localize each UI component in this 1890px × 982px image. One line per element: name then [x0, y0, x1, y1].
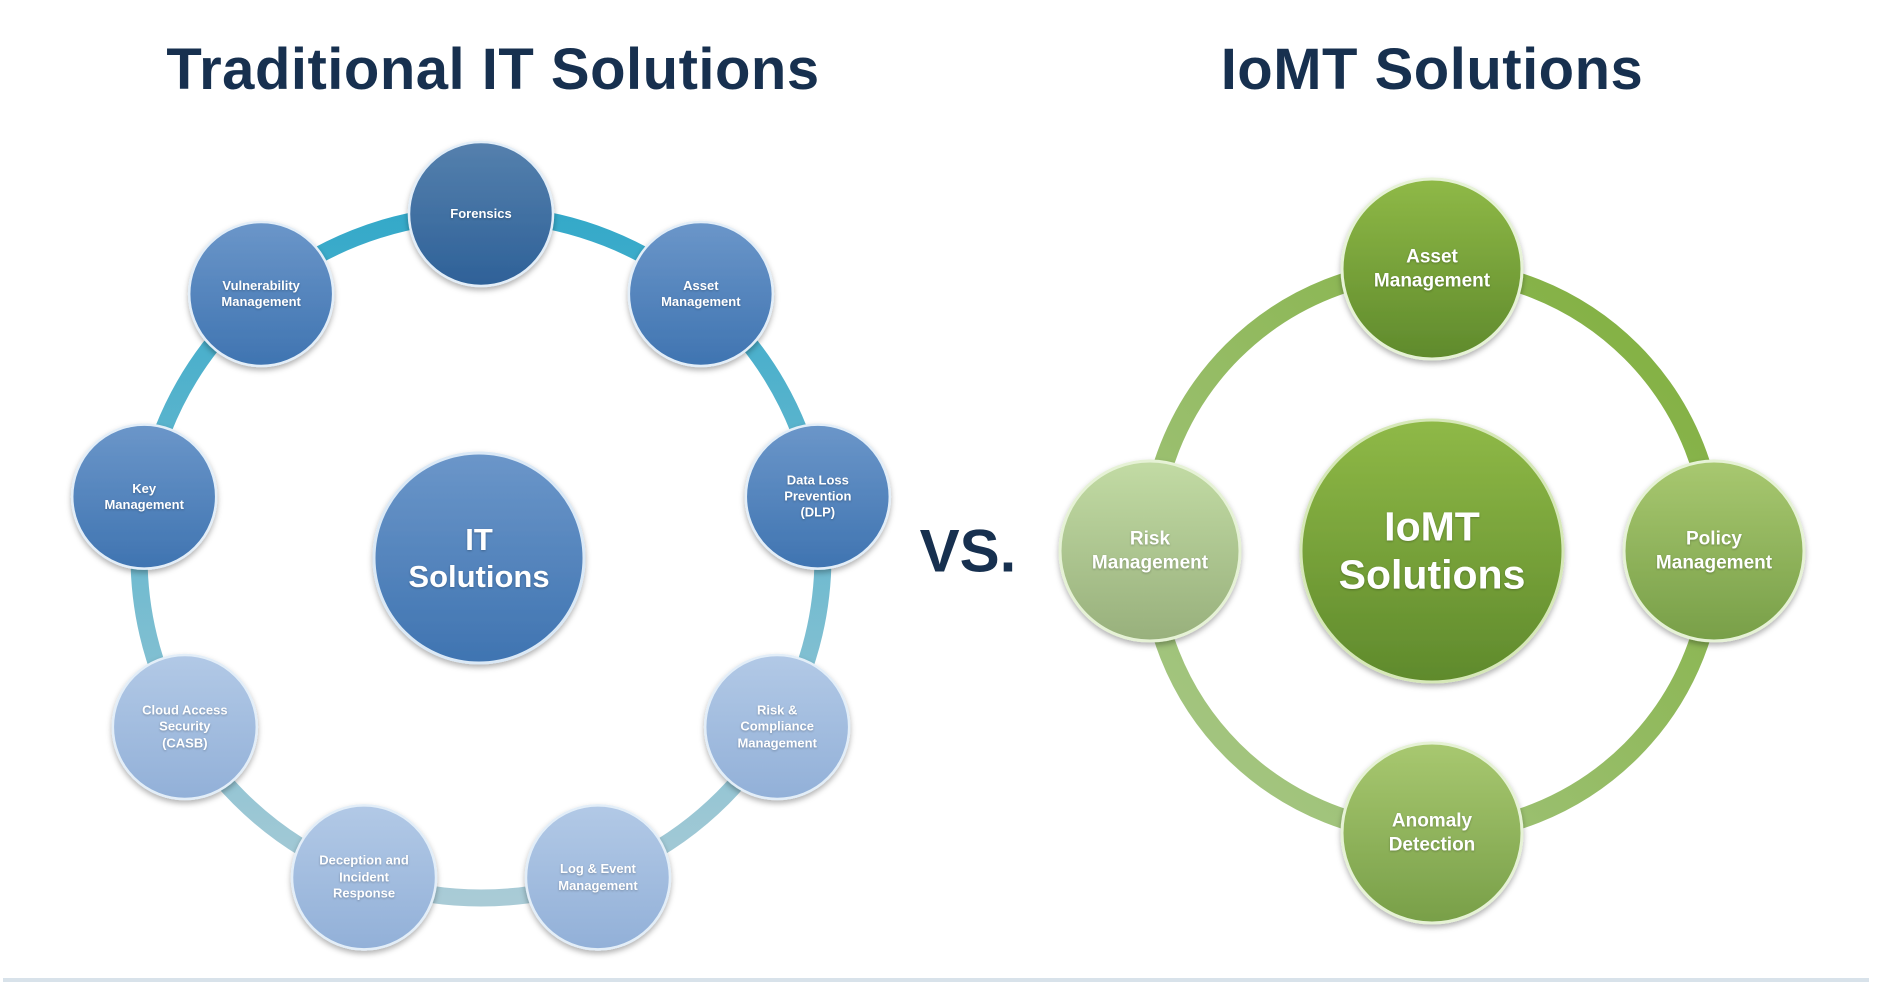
right-title: IoMT Solutions	[1220, 37, 1644, 102]
iomt-node-circle	[1058, 459, 1242, 643]
iomt-node-label: Risk Management	[1091, 528, 1209, 573]
left-title: Traditional IT Solutions	[166, 37, 820, 102]
it-node-label: Cloud Access Security (CASB)	[142, 702, 228, 751]
it-node-label: Asset Management	[661, 277, 741, 309]
it-node-circle	[744, 423, 892, 570]
it-node-label: Risk & Compliance Management	[737, 702, 817, 751]
bottom-divider	[3, 978, 1869, 982]
iomt-node-label: Policy Management	[1655, 528, 1773, 573]
it-node-circle	[187, 220, 335, 368]
it-center-label: IT Solutions	[408, 521, 550, 594]
it-node-label: Vulnerability Management	[221, 277, 301, 309]
iomt-center-label: IoMT Solutions	[1338, 503, 1526, 598]
vs-label: VS.	[919, 517, 1017, 585]
it-node-circle	[703, 653, 851, 801]
it-node-circle	[111, 653, 259, 801]
iomt-node-circle	[1340, 741, 1524, 925]
it-node-circle	[627, 220, 775, 368]
it-node-label: Log & Event Management	[558, 861, 638, 893]
iomt-node-circle	[1340, 177, 1524, 361]
it-node-circle	[290, 804, 438, 951]
iomt-node-circle	[1622, 459, 1806, 643]
it-node-label: Forensics	[450, 205, 512, 221]
it-node-label: Deception and Incident Response	[319, 852, 409, 901]
iomt-node-label: Anomaly Detection	[1388, 810, 1476, 855]
it-node-circle	[407, 140, 555, 288]
it-node-circle	[524, 804, 672, 951]
it-center-circle	[372, 451, 586, 665]
it-node-label: Data Loss Prevention (DLP)	[784, 472, 852, 520]
iomt-center-circle	[1299, 418, 1565, 684]
it-node-circle	[70, 423, 218, 570]
it-node-label: Key Management	[104, 480, 184, 512]
iomt-node-label: Asset Management	[1373, 246, 1491, 291]
